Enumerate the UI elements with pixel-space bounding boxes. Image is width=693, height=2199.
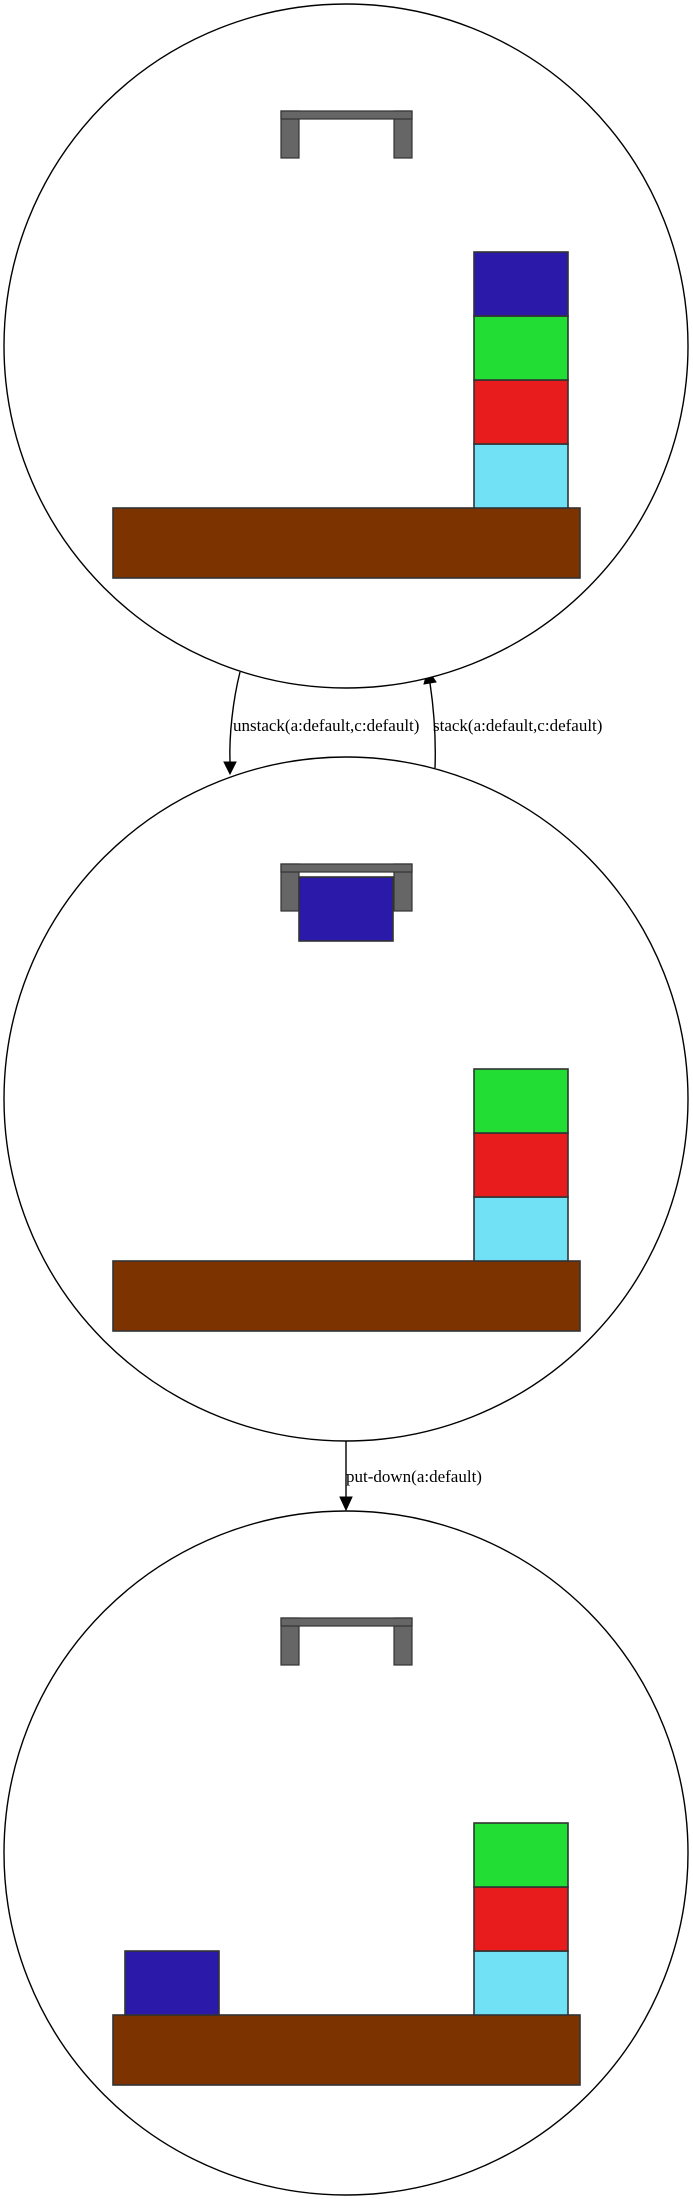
gripper [280, 863, 413, 912]
block-b [473, 1068, 569, 1134]
block-c [473, 1132, 569, 1198]
gripper-bar [280, 110, 413, 120]
gripper-bar [280, 1617, 413, 1627]
block-d [473, 443, 569, 509]
state-circle [3, 1510, 689, 2196]
block-a-held [298, 876, 394, 942]
block-b [473, 1822, 569, 1888]
block-d [473, 1196, 569, 1262]
state-circle [3, 756, 689, 1442]
states [3, 3, 689, 2196]
block-d [473, 1950, 569, 2016]
edge-stack: stack(a:default,c:default) [423, 668, 602, 769]
block-a [124, 1950, 220, 2016]
state-s2 [3, 1510, 689, 2196]
block-b [473, 315, 569, 381]
gripper [280, 110, 413, 159]
edge-put-down-label: put-down(a:default) [346, 1467, 482, 1486]
state-s1 [3, 756, 689, 1442]
table [112, 1260, 581, 1332]
table [112, 2014, 581, 2086]
edge-stack-label: stack(a:default,c:default) [433, 716, 602, 735]
edge-unstack-label: unstack(a:default,c:default) [233, 716, 419, 735]
edge-unstack: unstack(a:default,c:default) [223, 671, 419, 776]
gripper [280, 1617, 413, 1666]
block-c [473, 379, 569, 445]
block-c [473, 1886, 569, 1952]
edge-unstack-arrowhead [223, 761, 237, 776]
edge-stack-line [429, 682, 436, 769]
gripper-bar [280, 863, 413, 873]
state-s0 [3, 3, 689, 689]
edge-unstack-line [229, 671, 241, 763]
block-a [473, 251, 569, 317]
edge-put-down-arrowhead [339, 1496, 353, 1512]
edge-put-down: put-down(a:default) [339, 1440, 482, 1512]
edges: unstack(a:default,c:default) stack(a:def… [223, 668, 602, 1512]
table [112, 507, 581, 579]
state-circle [3, 3, 689, 689]
